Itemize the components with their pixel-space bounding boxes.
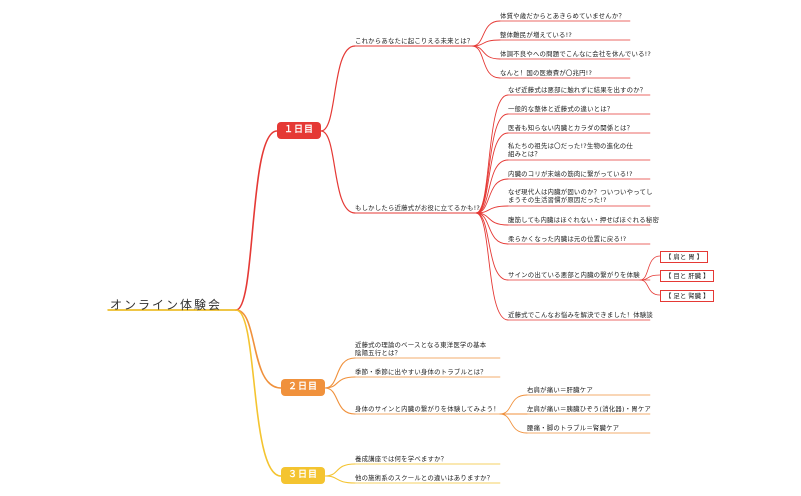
link-day2-item-1 [324, 357, 356, 389]
day3-item-1[interactable]: 養成講座では何を学べますか？ [355, 455, 448, 463]
day1-b-item-10[interactable]: 近藤式でこんなお悩みを解決できました！体験談 [508, 311, 653, 319]
link-b-item-1 [475, 94, 509, 214]
day1-a-item-1[interactable]: 体質や歳だからとあきらめていませんか？ [500, 12, 626, 20]
day1-branch-future[interactable]: これからあなたに起こりえる未来とは？ [355, 37, 474, 45]
day1-b-item-3[interactable]: 医者も知らない内臓とカラダの関係とは？ [508, 124, 634, 132]
link-day2-sub-1 [499, 394, 528, 415]
link-sub-2 [639, 274, 661, 281]
root-topic[interactable]: オンライン体験会 [110, 298, 223, 312]
day1-sub-eye-liver[interactable]: 【 目と 肝臓 】 [660, 270, 715, 282]
link-b-item-4 [475, 159, 509, 214]
day2-node[interactable]: ２日目 [281, 379, 325, 396]
day1-sub-foot-kidney[interactable]: 【 足と 腎臓 】 [660, 290, 715, 302]
day1-b-item-7[interactable]: 腹筋しても内臓はほぐれない・押せばほぐれる秘密 [508, 216, 660, 224]
day3-item-2[interactable]: 他の施術系のスクールとの違いはありますか？ [355, 474, 494, 482]
day2-sub-2[interactable]: 左肩が痛い＝胰臓ひぞう(消化器)・胃ケア [527, 405, 652, 413]
link-root-day2 [235, 309, 282, 389]
link-b-item-5 [475, 178, 509, 214]
day1-b-item-9[interactable]: サインの出ている悪部と内臓の繋がりを体験 [508, 271, 640, 279]
day1-b-item-8[interactable]: 柔らかくなった内臓は元の位置に戻る!? [508, 235, 627, 243]
day1-b-item-5[interactable]: 内臓のコリが末端の筋肉に繋がっている!? [508, 170, 633, 178]
link-a-item-3 [471, 45, 501, 60]
day2-item-3[interactable]: 身体のサインと内臓の繋がりを体験してみよう！ [355, 405, 500, 413]
link-b-item-10 [475, 212, 509, 321]
day2-item-1[interactable]: 近藤式の理論のベースとなる東洋医学の基本陰陽五行とは？ [355, 341, 487, 357]
link-day2-sub-3 [499, 413, 528, 434]
day2-item-2[interactable]: 季節・季節に出やすい身体のトラブルとは？ [355, 368, 487, 376]
link-day3-item-1 [324, 463, 356, 477]
link-b-item-9 [475, 212, 509, 281]
day1-branch-kondo[interactable]: もしかしたら近藤式がお役に立てるかも!? [355, 204, 480, 212]
link-b-item-2 [475, 113, 509, 214]
link-day2-item-2 [324, 376, 356, 389]
link-day1-branch-b [320, 130, 356, 214]
day1-b-item-1[interactable]: なぜ近藤式は悪部に触れずに結果を出すのか？ [508, 86, 647, 94]
day1-b-item-6[interactable]: なぜ現代人は内臓が固いのか？ついついやってしまうその生活習慣が原因だった!? [508, 188, 653, 204]
link-root-day1 [235, 130, 278, 311]
day1-node[interactable]: １日目 [277, 122, 321, 139]
link-day1-branch-a [320, 45, 356, 132]
day1-a-item-3[interactable]: 体調不良やへの問題でこんなに会社を休んでいる!? [500, 50, 652, 58]
day1-a-item-4[interactable]: なんと！国の医療費が〇兆円!? [500, 69, 593, 77]
link-day3-item-2 [324, 475, 356, 484]
day2-sub-3[interactable]: 腰痛・脚のトラブル＝腎臓ケア [527, 424, 620, 432]
link-day2-item-3 [324, 387, 356, 415]
link-b-item-7 [475, 212, 509, 226]
day2-sub-1[interactable]: 右肩が痛い＝肝臓ケア [527, 386, 593, 394]
day1-b-item-2[interactable]: 一般的な整体と近藤式の違いとは？ [508, 105, 614, 113]
day1-b-item-4[interactable]: 私たちの祖先は〇だった!?生物の進化の仕組みとは？ [508, 142, 633, 158]
link-b-item-8 [475, 212, 509, 245]
day3-node[interactable]: ３日目 [281, 467, 325, 484]
link-sub-3 [639, 279, 661, 296]
link-sub-1 [639, 255, 661, 281]
link-a-item-1 [471, 20, 501, 47]
link-root-day3 [235, 309, 282, 477]
day1-a-item-2[interactable]: 整体難民が増えている!? [500, 31, 572, 39]
link-a-item-4 [471, 45, 501, 79]
link-b-item-3 [475, 132, 509, 214]
day1-sub-shoulder-stomach[interactable]: 【 肩と 胃 】 [660, 251, 709, 263]
